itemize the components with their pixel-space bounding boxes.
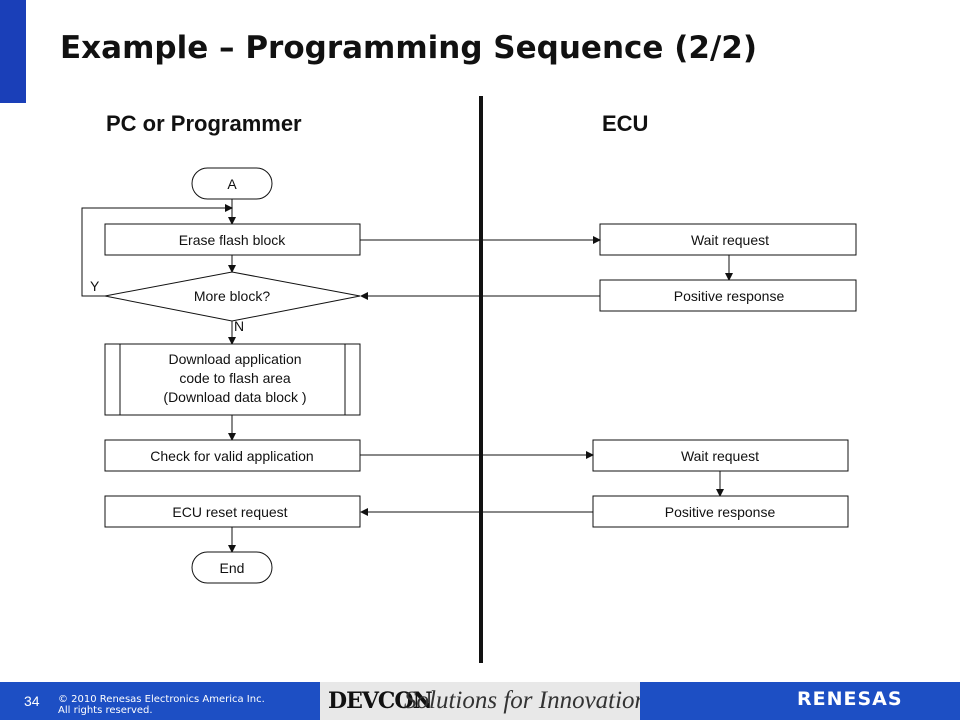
ecu-reset-request-box: ECU reset request	[104, 495, 361, 528]
ecu-wait-request-2-label: Wait request	[681, 448, 759, 464]
ecu-positive-response-1-label: Positive response	[674, 288, 785, 304]
download-label-line1: Download application	[168, 351, 301, 367]
end-label: End	[220, 560, 245, 576]
decision-label: More block?	[194, 288, 270, 304]
page-title: Example – Programming Sequence (2/2)	[60, 30, 758, 66]
copyright-notice: © 2010 Renesas Electronics America Inc. …	[58, 694, 265, 716]
page-number: 34	[24, 693, 40, 709]
ecu-wait-request-2-box: Wait request	[592, 439, 849, 472]
ecu-wait-request-1-label: Wait request	[691, 232, 769, 248]
title-accent-bar	[0, 0, 26, 103]
erase-flash-block-label: Erase flash block	[179, 232, 287, 248]
footer-right-panel: RENESAS	[640, 682, 960, 720]
ecu-positive-response-1-box: Positive response	[599, 279, 857, 312]
column-heading-ecu: ECU	[602, 111, 649, 136]
no-branch-label: N	[234, 318, 244, 334]
end-terminator: End	[191, 551, 273, 584]
footer-tagline: Solutions for Innovation	[404, 687, 648, 714]
footer-middle-panel: DEVCON Solutions for Innovation	[320, 682, 647, 720]
more-block-decision: More block?	[104, 271, 361, 322]
arrow-loop-yes	[81, 204, 233, 297]
start-label: A	[227, 176, 237, 192]
renesas-logo: RENESAS	[797, 688, 903, 710]
devcon-logo: DEVCON	[328, 688, 433, 714]
check-valid-application-label: Check for valid application	[150, 448, 313, 464]
download-label-line2: code to flash area	[179, 370, 291, 386]
copyright-line-1: © 2010 Renesas Electronics America Inc.	[58, 694, 265, 705]
ecu-positive-response-2-label: Positive response	[665, 504, 776, 520]
footer-left-panel: 34 © 2010 Renesas Electronics America In…	[0, 682, 320, 720]
erase-flash-block-box: Erase flash block	[104, 223, 361, 256]
ecu-positive-response-2-box: Positive response	[592, 495, 849, 528]
slide-footer: 34 © 2010 Renesas Electronics America In…	[0, 682, 960, 720]
yes-branch-label: Y	[90, 278, 100, 294]
ecu-reset-request-label: ECU reset request	[172, 504, 287, 520]
column-heading-programmer: PC or Programmer	[106, 111, 302, 136]
ecu-wait-request-1-box: Wait request	[599, 223, 857, 256]
check-valid-application-box: Check for valid application	[104, 439, 361, 472]
download-application-box: Download application code to flash area …	[104, 343, 361, 416]
start-terminator: A	[191, 167, 273, 200]
download-label-line3: (Download data block )	[163, 389, 306, 405]
copyright-line-2: All rights reserved.	[58, 705, 153, 716]
